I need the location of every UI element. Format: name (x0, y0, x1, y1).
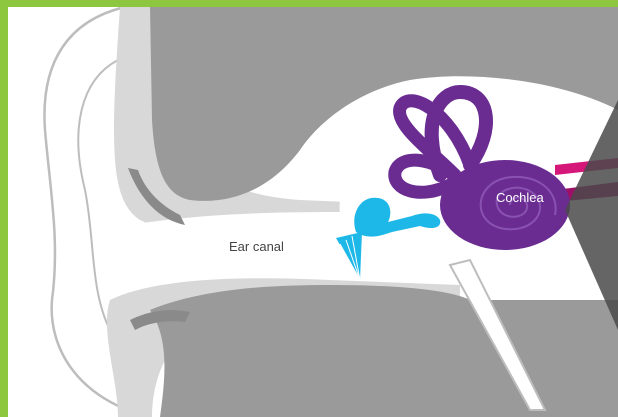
label-ear-canal: Ear canal (229, 239, 284, 254)
frame-border-left (0, 0, 8, 417)
label-cochlea: Cochlea (496, 190, 544, 205)
frame-border-top (0, 0, 618, 7)
zoom-wedge (565, 100, 618, 330)
pinna-inner-outline (78, 60, 118, 330)
temporal-bone-lower (150, 285, 618, 417)
cochlea (440, 160, 570, 250)
